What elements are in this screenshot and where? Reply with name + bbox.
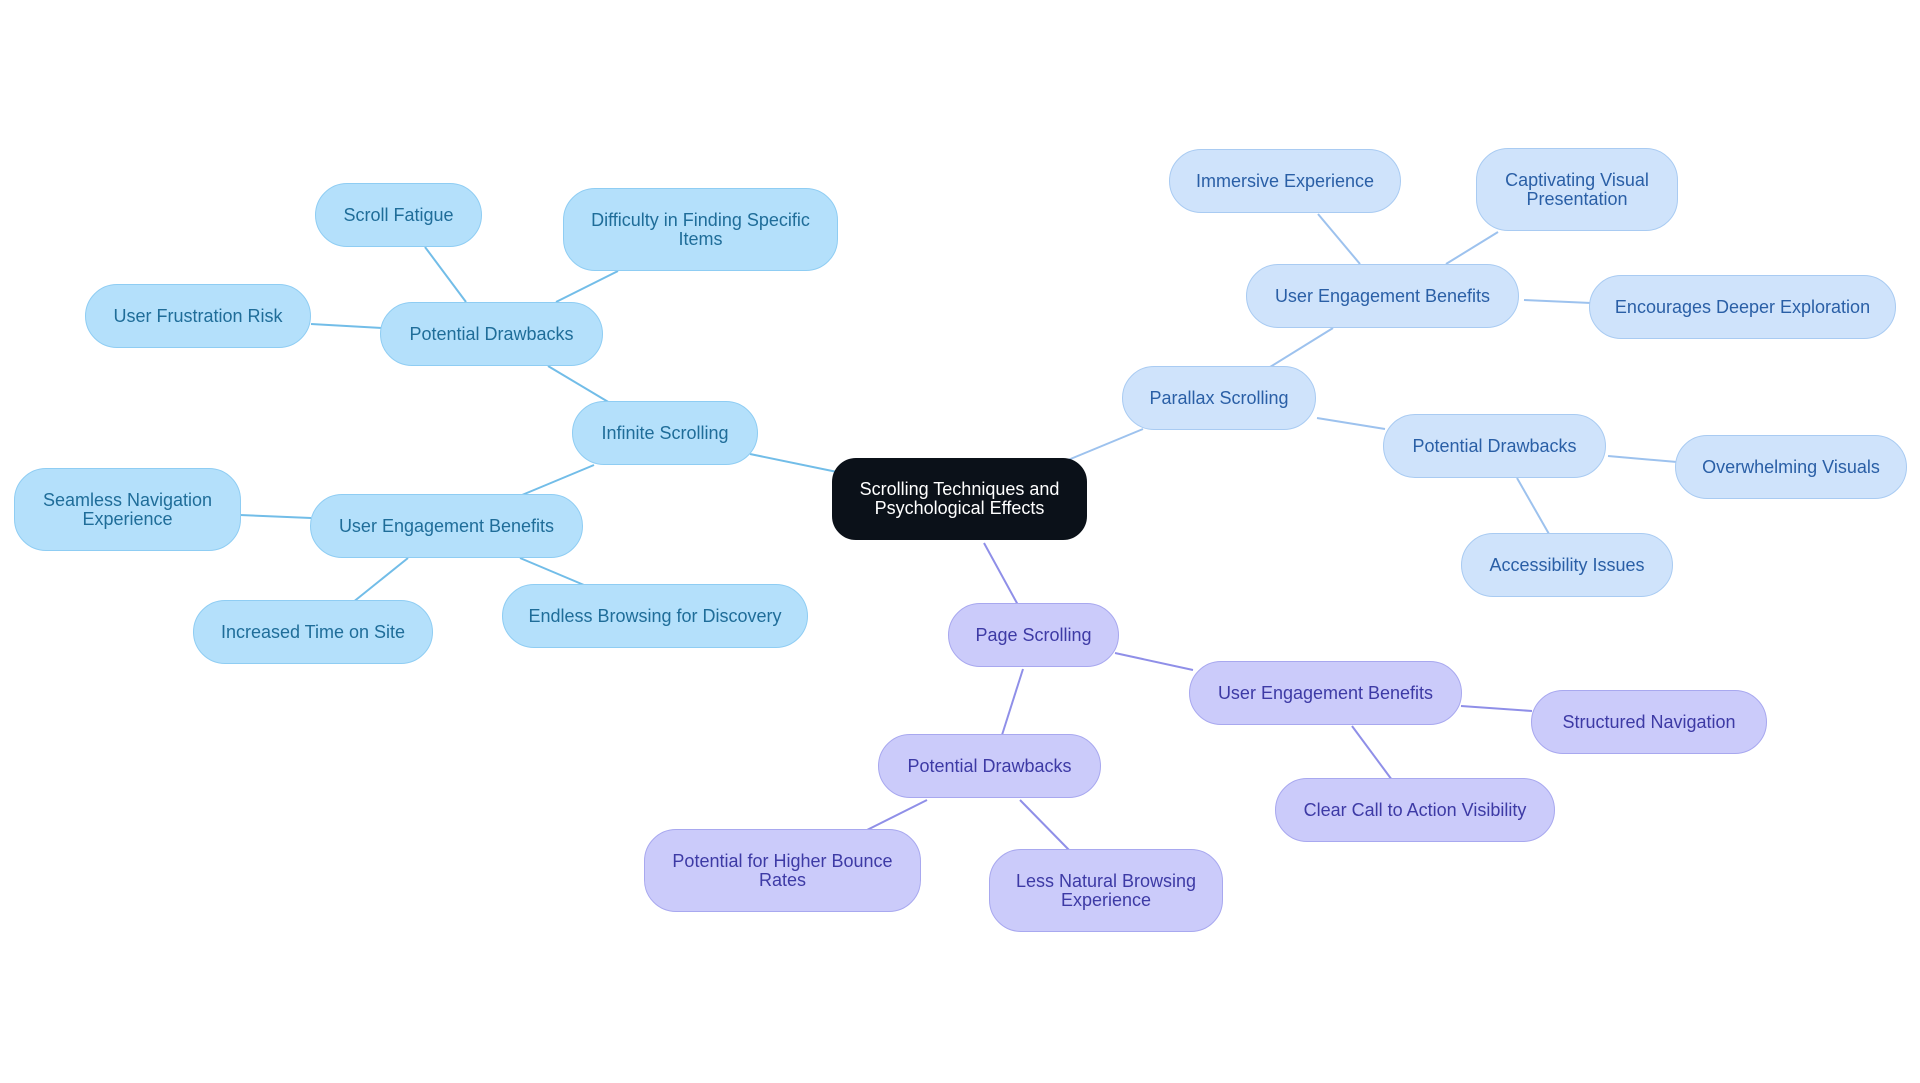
edge-root-parallax (1067, 428, 1144, 461)
edge-parallax-benefits (1269, 327, 1334, 368)
node-less-natural-browsing: Less Natural Browsing Experience (989, 849, 1223, 932)
node-scroll-fatigue: Scroll Fatigue (315, 183, 482, 247)
edge-drawbacks-frustration (310, 323, 383, 329)
edge-benefits-time (351, 557, 409, 604)
edge-benefits-deeper (1523, 299, 1592, 304)
node-infinite-scrolling: Infinite Scrolling (572, 401, 758, 465)
edge-benefits-structured (1460, 705, 1533, 712)
node-endless-browsing: Endless Browsing for Discovery (502, 584, 808, 648)
node-infinite-drawbacks: Potential Drawbacks (380, 302, 603, 366)
edge-infinite-drawbacks (547, 365, 611, 404)
node-page-benefits: User Engagement Benefits (1189, 661, 1462, 725)
edge-benefits-endless (519, 557, 585, 586)
edge-drawbacks-fatigue (424, 246, 467, 303)
node-page-drawbacks: Potential Drawbacks (878, 734, 1101, 798)
node-page-scrolling: Page Scrolling (948, 603, 1119, 667)
edge-drawbacks-overwhelming (1607, 455, 1678, 463)
root-label: Scrolling Techniques and Psychological E… (859, 479, 1060, 518)
edge-drawbacks-bounce (864, 799, 928, 832)
node-parallax-benefits: User Engagement Benefits (1246, 264, 1519, 328)
node-higher-bounce-rates: Potential for Higher Bounce Rates (644, 829, 921, 912)
node-infinite-benefits: User Engagement Benefits (310, 494, 583, 558)
node-accessibility-issues: Accessibility Issues (1461, 533, 1673, 597)
node-structured-navigation: Structured Navigation (1531, 690, 1767, 754)
edge-benefits-seamless (239, 514, 312, 519)
edge-infinite-benefits (521, 464, 595, 496)
node-parallax-drawbacks: Potential Drawbacks (1383, 414, 1606, 478)
node-clear-cta-visibility: Clear Call to Action Visibility (1275, 778, 1555, 842)
node-seamless-navigation: Seamless Navigation Experience (14, 468, 241, 551)
root-node: Scrolling Techniques and Psychological E… (832, 458, 1087, 540)
edge-drawbacks-natural (1019, 799, 1071, 852)
edge-benefits-cta (1351, 725, 1393, 781)
node-difficulty-finding-items: Difficulty in Finding Specific Items (563, 188, 838, 271)
node-deeper-exploration: Encourages Deeper Exploration (1589, 275, 1896, 339)
node-overwhelming-visuals: Overwhelming Visuals (1675, 435, 1907, 499)
node-user-frustration-risk: User Frustration Risk (85, 284, 311, 348)
node-increased-time: Increased Time on Site (193, 600, 433, 664)
edge-root-infinite (749, 453, 843, 474)
node-immersive-experience: Immersive Experience (1169, 149, 1401, 213)
edge-benefits-immersive (1317, 213, 1361, 265)
edge-page-drawbacks (1001, 668, 1024, 736)
edge-benefits-captivating (1445, 231, 1499, 265)
node-captivating-visual: Captivating Visual Presentation (1476, 148, 1678, 231)
edge-root-page (983, 542, 1019, 606)
edge-drawbacks-accessibility (1516, 477, 1550, 535)
edge-page-benefits (1114, 652, 1194, 671)
edge-parallax-drawbacks (1316, 417, 1386, 430)
edge-drawbacks-difficulty (555, 270, 619, 303)
node-parallax-scrolling: Parallax Scrolling (1122, 366, 1316, 430)
